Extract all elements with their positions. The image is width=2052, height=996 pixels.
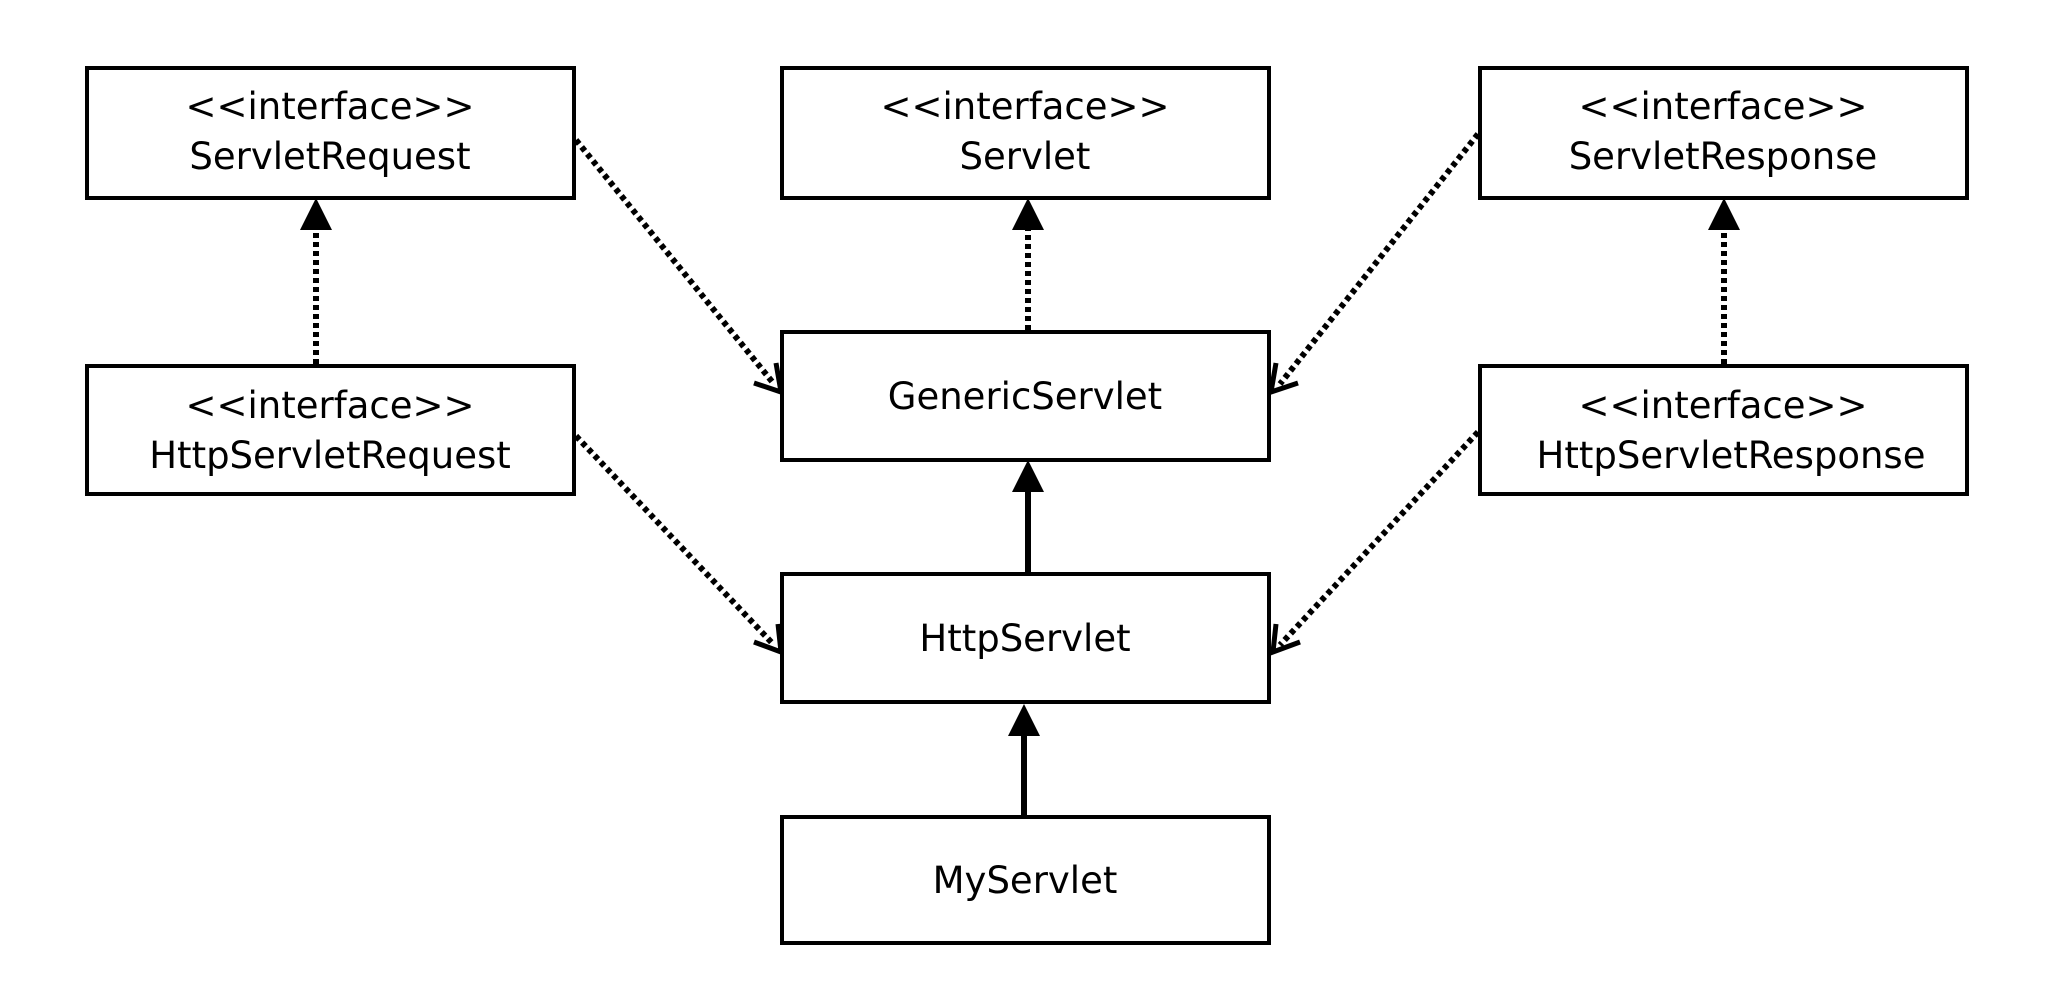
- node-generic-servlet: GenericServlet: [780, 330, 1271, 462]
- nodes: <<interface>> ServletRequest <<interface…: [85, 66, 1969, 945]
- edge-myservlet-to-httpservlet: [1008, 704, 1040, 815]
- node-servlet-response: <<interface>> ServletResponse: [1478, 66, 1969, 200]
- node-title: HttpServletRequest: [149, 434, 511, 477]
- node-my-servlet: MyServlet: [780, 815, 1271, 945]
- node-title: HttpServlet: [919, 617, 1130, 660]
- node-stereotype: <<interface>>: [880, 85, 1169, 128]
- node-stereotype: <<interface>>: [1578, 384, 1867, 427]
- edge-httpservletresponse-to-httpservlet: [1270, 429, 1481, 656]
- edge-httpservletrequest-to-servletrequest: [300, 198, 332, 364]
- node-http-servlet-response: <<interface>> HttpServletResponse: [1478, 364, 1969, 496]
- node-title: GenericServlet: [888, 375, 1162, 418]
- node-title: HttpServletResponse: [1537, 434, 1926, 477]
- filled-arrowhead: [1012, 460, 1044, 492]
- edges: [300, 132, 1740, 815]
- filled-arrowhead: [1012, 198, 1044, 230]
- node-title: Servlet: [960, 135, 1091, 178]
- node-stereotype: <<interface>>: [185, 384, 474, 427]
- edge-genericservlet-to-servlet: [1012, 198, 1044, 330]
- node-title: MyServlet: [933, 859, 1118, 902]
- node-stereotype: <<interface>>: [1578, 85, 1867, 128]
- edge-httpservlet-to-genericservlet: [1012, 460, 1044, 572]
- edge-httpservletresponse-to-servletresponse: [1708, 198, 1740, 364]
- node-servlet: <<interface>> Servlet: [780, 66, 1271, 200]
- node-title: ServletResponse: [1569, 135, 1878, 178]
- edge-servletrequest-to-genericservlet: [573, 138, 785, 396]
- open-arrowhead: [1270, 623, 1301, 656]
- node-stereotype: <<interface>>: [185, 85, 474, 128]
- node-title: ServletRequest: [189, 135, 470, 178]
- node-servlet-request: <<interface>> ServletRequest: [85, 66, 576, 200]
- filled-arrowhead: [1708, 198, 1740, 230]
- node-http-servlet: HttpServlet: [780, 572, 1271, 704]
- filled-arrowhead: [300, 198, 332, 230]
- edge-httpservletrequest-to-httpservlet: [573, 433, 784, 656]
- filled-arrowhead: [1008, 704, 1040, 736]
- edge-servletresponse-to-genericservlet: [1267, 132, 1481, 396]
- node-http-servlet-request: <<interface>> HttpServletRequest: [85, 364, 576, 496]
